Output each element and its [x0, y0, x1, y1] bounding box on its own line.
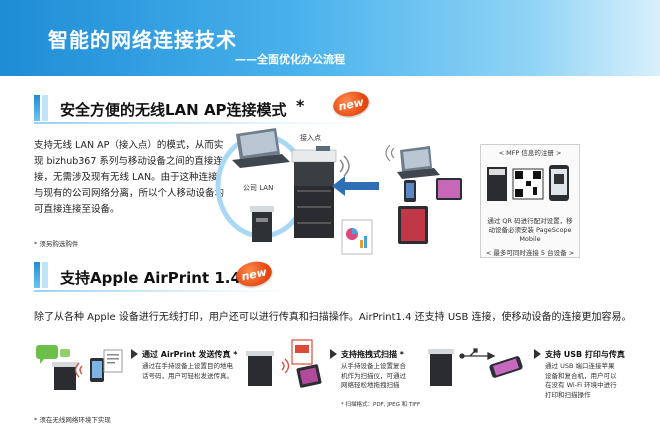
- chat-bubble-small-icon: [60, 349, 70, 357]
- wifi-feature1-icon: [74, 362, 83, 378]
- connect-arrow-icon: [332, 176, 379, 196]
- section1-footnote: * 须另购选购件: [34, 240, 79, 248]
- phone-icon: [404, 180, 416, 202]
- laptop-mobile-icon: [397, 146, 440, 179]
- feature3-title: 支持 USB 打印与传真: [545, 350, 625, 359]
- access-point-label: 接入点: [300, 134, 321, 142]
- company-lan-label: 公司 LAN: [243, 184, 274, 192]
- section1-paragraph: 支持无线 LAN AP（接入点）的模式，从而实现 bizhub367 系列与移动…: [34, 140, 225, 215]
- feature2-title: 支持拖拽式扫描 *: [341, 350, 404, 359]
- wifi-feature2-icon: [281, 358, 290, 374]
- qr-box-title: < MFP 信息的注册 >: [498, 149, 562, 157]
- section1-accent-bar-light: [42, 95, 48, 121]
- section1-accent-bar: [34, 95, 40, 121]
- document-red-feature2-icon: [291, 339, 313, 365]
- printer-feature3-icon: [428, 349, 454, 386]
- section1-title: 安全方便的无线LAN AP连接模式: [60, 101, 287, 119]
- qr-box-text: 通过 QR 码进行配对设置，移动设备必须安装 PageScope Mobile: [487, 217, 573, 243]
- feature1-title: 通过 AirPrint 发送传真 *: [142, 350, 238, 359]
- feature1-arrow-icon: [131, 349, 138, 359]
- section1-divider: [34, 122, 374, 124]
- feature3-text: 通过 USB 端口连接苹果设备和复合机，用户可以在没有 Wi-Fi 环境中进行打…: [545, 362, 617, 399]
- phone-feature1-icon: [90, 358, 104, 382]
- section2-accent-bar-light: [42, 262, 48, 288]
- wifi-waves-icon: [339, 155, 350, 177]
- feature2-text: 从手持设备上设置复合机作为扫描仪，可通过网络轻松地拖拽扫描: [341, 362, 406, 389]
- section1-star: *: [296, 96, 305, 115]
- feature3-arrow-icon: [534, 349, 541, 359]
- qr-bottom-note: < 最多可同时连接 5 台设备 >: [485, 249, 575, 257]
- page-subtitle: ——全面优化办公流程: [235, 53, 345, 66]
- section2-title: 支持Apple AirPrint 1.4: [60, 269, 241, 287]
- tablet-feature2-icon: [296, 364, 322, 388]
- qr-registration-box: < MFP 信息的注册 > 通过 QR 码进行配对设置，移动设备必须安装 Pag…: [480, 144, 580, 258]
- tablet-large-icon: [398, 206, 428, 244]
- feature2-arrow-icon: [330, 349, 337, 359]
- usb-symbol-icon: [459, 348, 496, 361]
- tablet-icon: [436, 178, 462, 200]
- section2-description: 除了从各种 Apple 设备进行无线打印，用户还可以进行传真和扫描操作。AirP…: [34, 312, 632, 323]
- printer-feature2-icon: [246, 351, 274, 386]
- phone-feature3-icon: [489, 356, 523, 378]
- wifi-waves-mobile-icon: [385, 144, 395, 162]
- chat-bubble-icon: [36, 345, 58, 364]
- section2-footnote: * 须在无线网络环境下实现: [34, 416, 111, 424]
- laptop-icon: [232, 128, 290, 168]
- section2-accent-bar: [34, 262, 40, 288]
- small-printer-icon: [250, 206, 274, 242]
- header-banner: 智能的网络连接技术 ——全面优化办公流程: [0, 0, 660, 76]
- page-title: 智能的网络连接技术: [48, 28, 237, 52]
- qr-code-icon: [487, 165, 569, 201]
- feature1-text: 通过在手持设备上设置目的地电话号码，用户可轻松发送传真。: [142, 362, 233, 380]
- mfp-printer-icon: [291, 146, 337, 238]
- feature2-note: * 扫描格式：PDF, JPEG 和 TIFF: [341, 402, 421, 408]
- printer-feature1-icon: [52, 362, 78, 390]
- section2-divider: [34, 290, 294, 292]
- document-feature1-icon: [103, 349, 123, 373]
- document-chart-icon: [341, 219, 373, 255]
